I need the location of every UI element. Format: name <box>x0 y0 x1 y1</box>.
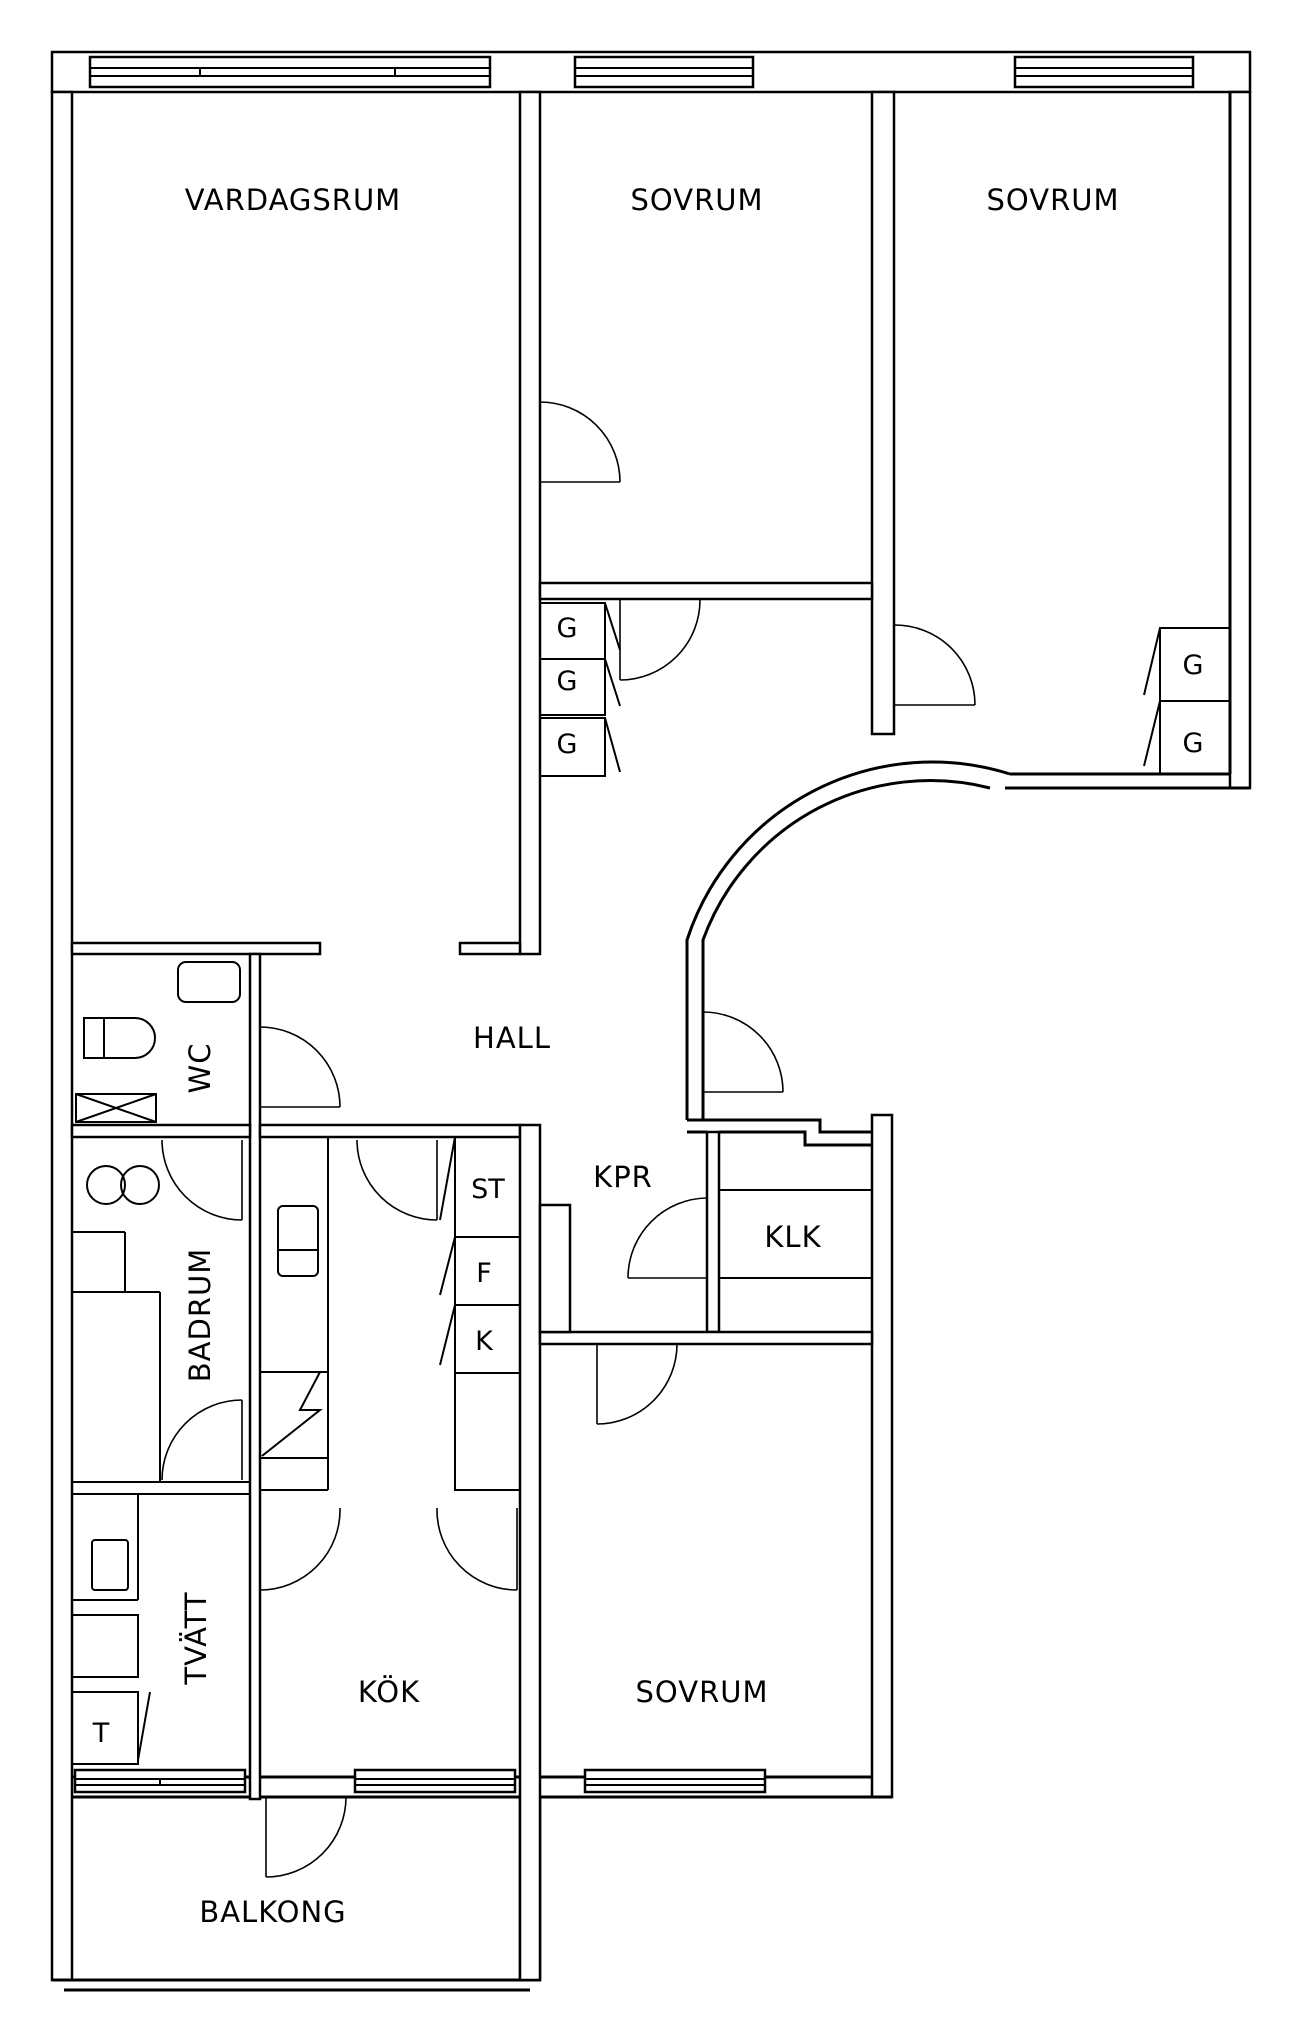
torktumlare-label: T <box>92 1718 110 1749</box>
room-label-sovrum-3: SOVRUM <box>636 1675 769 1709</box>
wardrobe-label: G <box>1183 728 1204 759</box>
curved-wall <box>685 760 1011 1120</box>
room-label-wc: WC <box>183 1043 217 1094</box>
room-label-hall: HALL <box>473 1021 551 1055</box>
room-label-sovrum-2: SOVRUM <box>987 183 1120 217</box>
stad-label: ST <box>471 1174 505 1205</box>
wardrobe-label: G <box>557 666 578 697</box>
bathroom-fixtures <box>71 961 241 1765</box>
windows-bottom <box>73 1768 767 1794</box>
room-label-klk: KLK <box>764 1220 821 1254</box>
wardrobe-label: G <box>557 613 578 644</box>
windows-top <box>88 55 1195 89</box>
frys-label: F <box>476 1258 492 1289</box>
kyl-label: K <box>475 1326 494 1357</box>
room-label-tvatt: TVÄTT <box>179 1591 213 1685</box>
room-label-sovrum-1: SOVRUM <box>631 183 764 217</box>
room-label-badrum: BADRUM <box>183 1248 217 1382</box>
room-labels: VARDAGSRUM SOVRUM SOVRUM HALL WC BADRUM … <box>179 183 1120 1929</box>
room-label-kok: KÖK <box>358 1675 420 1709</box>
wardrobe-label: G <box>557 729 578 760</box>
room-label-kpr: KPR <box>593 1160 653 1194</box>
door-swings <box>161 401 976 1878</box>
room-label-balkong: BALKONG <box>199 1895 346 1929</box>
wardrobes <box>539 602 1231 777</box>
fixture-labels: G G G G G ST F K T <box>92 613 1204 1749</box>
room-label-vardagsrum: VARDAGSRUM <box>185 183 401 217</box>
wardrobe-label: G <box>1183 650 1204 681</box>
interior-walls <box>70 90 1232 1982</box>
kitchen-fixtures <box>260 1136 521 1491</box>
